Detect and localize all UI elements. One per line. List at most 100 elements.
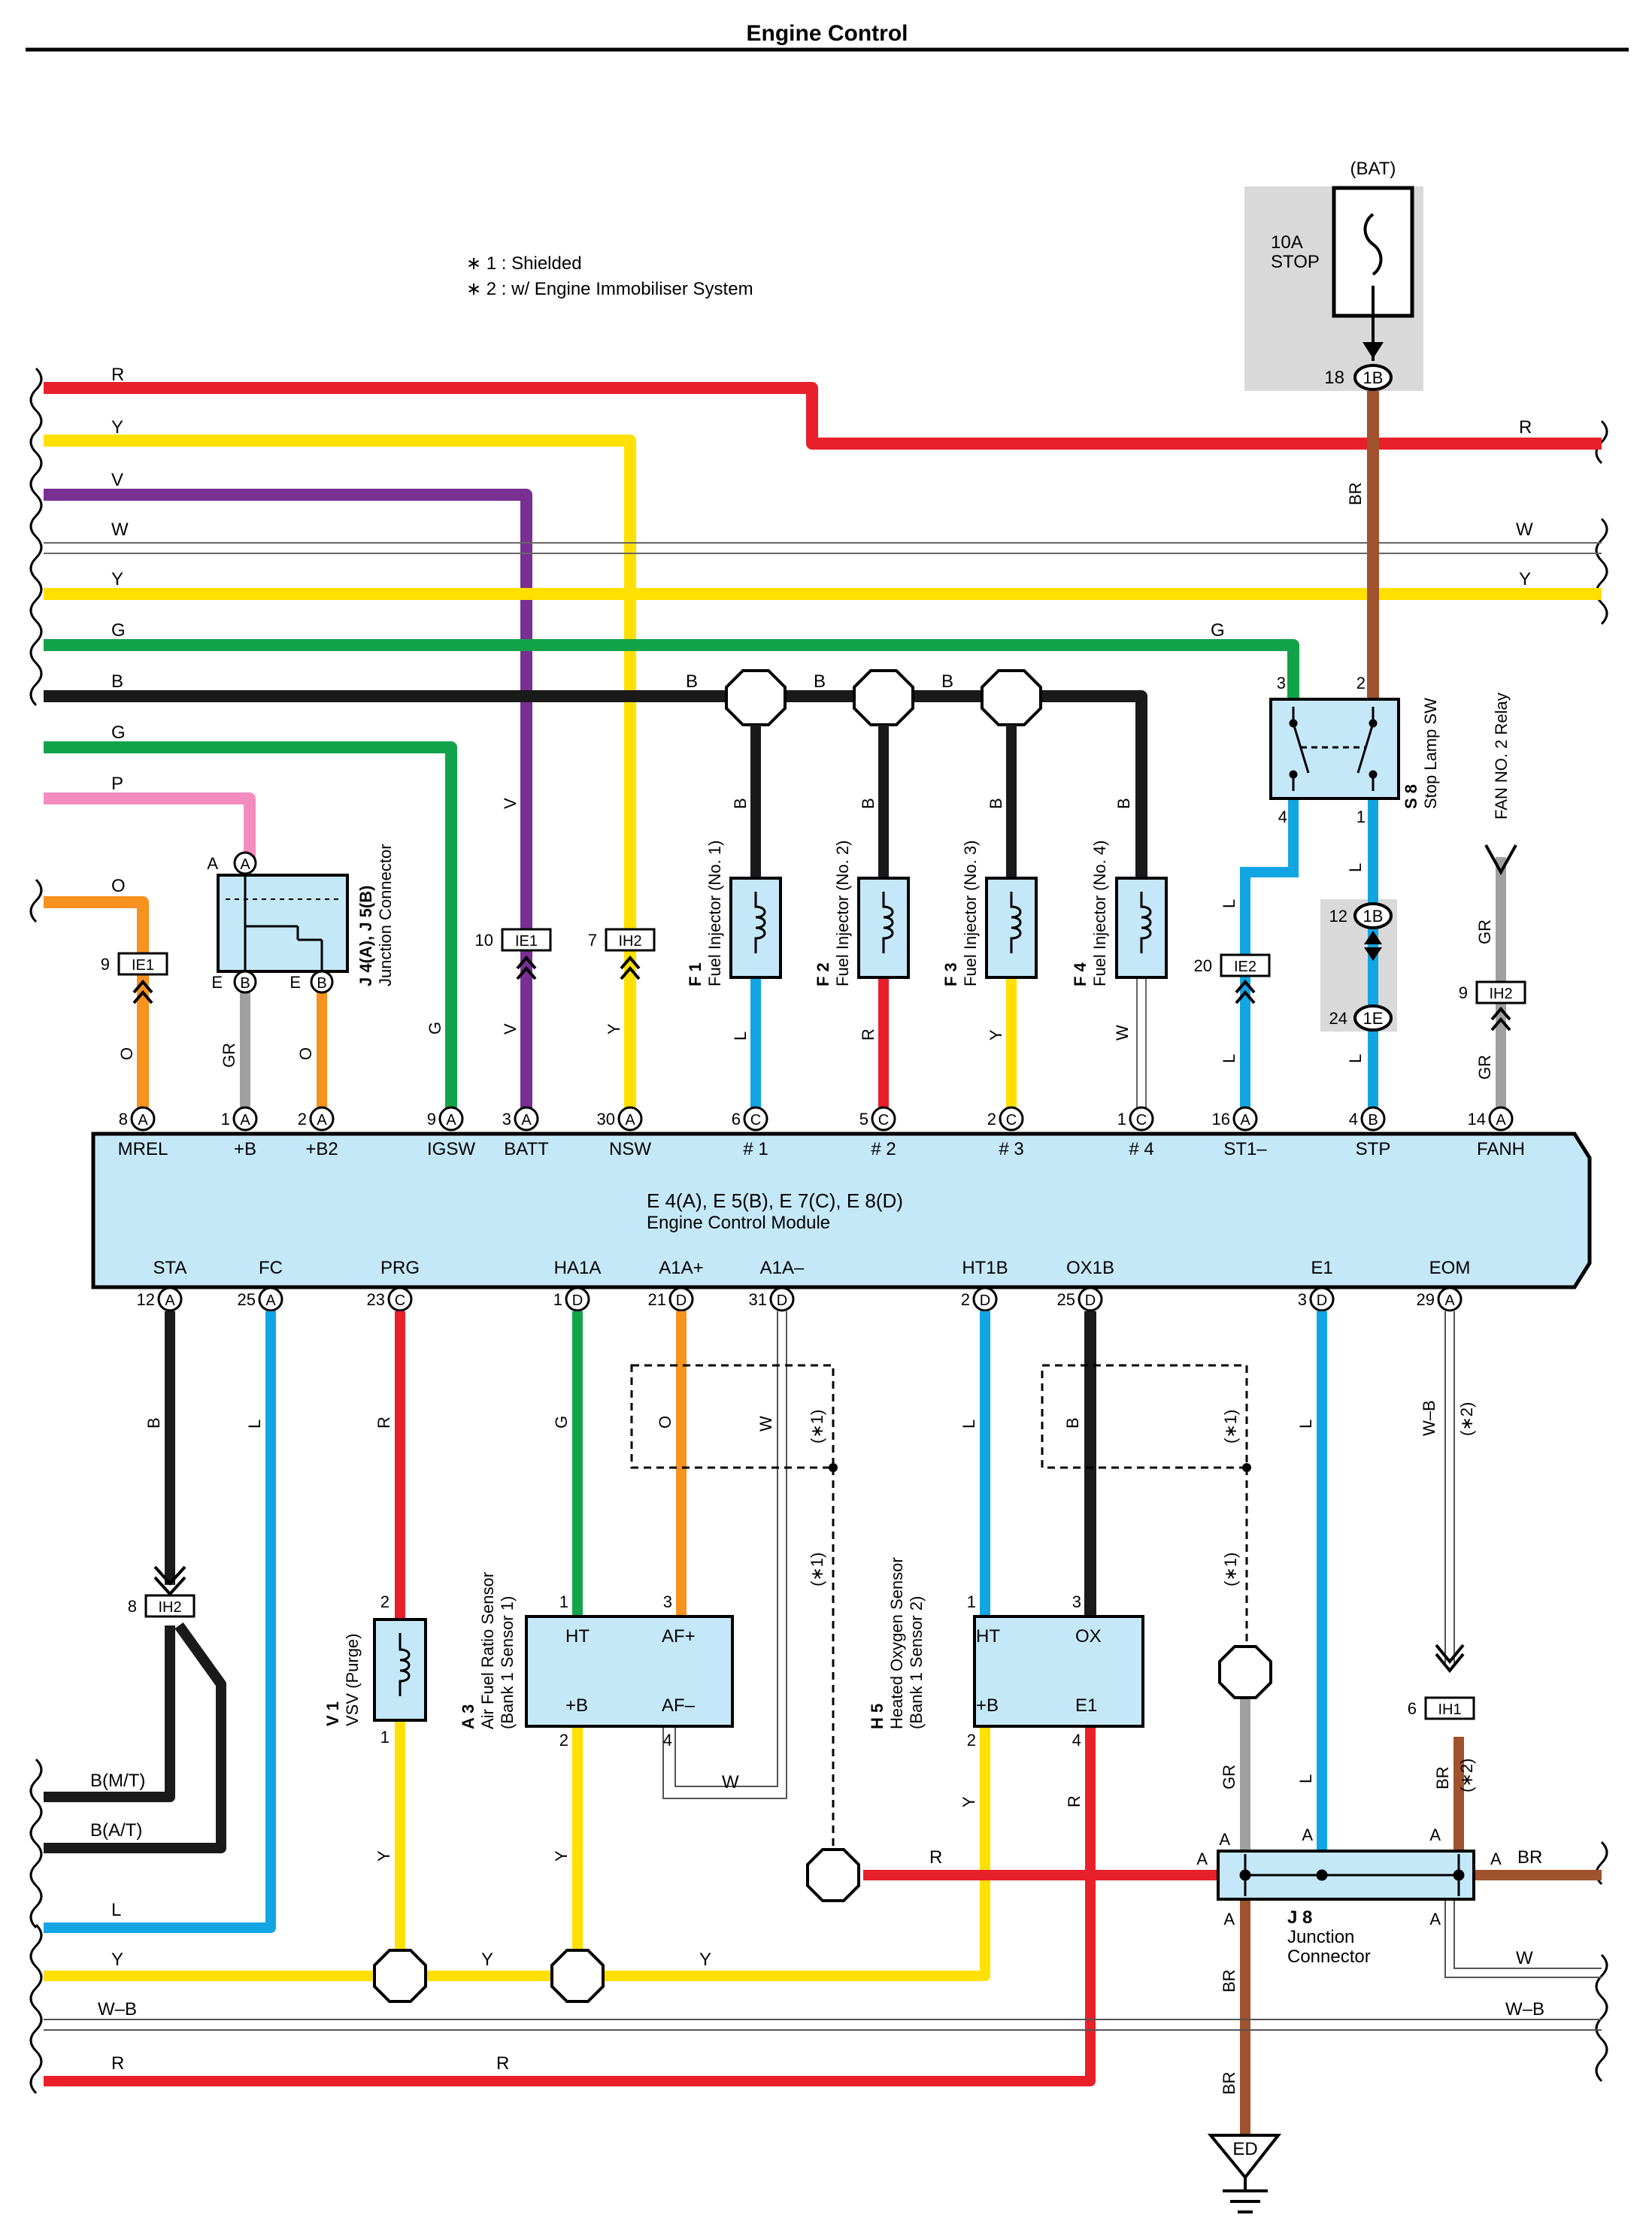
wire-label-w-j8: W xyxy=(1516,1948,1533,1968)
svg-text:A: A xyxy=(625,1112,635,1129)
o2-sensor-e1: E1 xyxy=(1075,1695,1097,1716)
svg-text:IH1: IH1 xyxy=(1438,1701,1461,1718)
prg-wire-r: R xyxy=(374,1416,393,1429)
inj1-wire-l: L xyxy=(731,1032,750,1041)
wire-label-w-a1a: W xyxy=(722,1772,739,1792)
svg-text:IE2: IE2 xyxy=(1234,959,1256,975)
inj1-wire-b: B xyxy=(731,798,750,809)
ht1b-wire-l: L xyxy=(959,1419,978,1429)
af-sensor-afp: AF+ xyxy=(662,1626,696,1647)
svg-text:# 3: # 3 xyxy=(999,1139,1023,1159)
shield-label-1b: (∗1) xyxy=(808,1553,826,1586)
sw-pin2: 2 xyxy=(1356,674,1366,692)
svg-text:16: 16 xyxy=(1212,1110,1230,1129)
ground-icon xyxy=(1223,2177,1268,2213)
injector-coil-icons xyxy=(754,892,1152,953)
j4-wire-gr: GR xyxy=(220,1043,238,1068)
svg-text:A: A xyxy=(1196,1850,1208,1868)
ground-ed-label: ED xyxy=(1232,2139,1257,2159)
svg-text:A: A xyxy=(1302,1825,1313,1844)
j4-pin-a-side: A xyxy=(207,854,218,873)
svg-text:25: 25 xyxy=(238,1290,256,1309)
svg-text:1E: 1E xyxy=(1363,1009,1384,1028)
top-pin-4: C1# 4 xyxy=(1117,1106,1154,1159)
svg-text:HA1A: HA1A xyxy=(554,1258,602,1278)
wire-label-v-vert2: V xyxy=(501,1023,520,1035)
svg-text:14: 14 xyxy=(1468,1110,1486,1129)
stop-lamp-switch-icon xyxy=(1289,707,1378,791)
svg-text:STA: STA xyxy=(153,1258,187,1278)
connector-1b-top-label: 1B xyxy=(1363,368,1384,387)
af-sensor-ht: HT xyxy=(565,1626,590,1647)
inline-ie1-batt: IE1 10 xyxy=(475,928,552,980)
thin-wires xyxy=(44,1311,1602,2031)
engine-control-module xyxy=(91,1132,1592,1289)
wire-label-y-bottom2: Y xyxy=(481,1950,493,1970)
junction-j4-box xyxy=(217,874,349,973)
ox1b-wire-b: B xyxy=(1063,1417,1082,1429)
o2-sensor xyxy=(973,1615,1144,1728)
page-title: Engine Control xyxy=(747,21,908,46)
o2-pin3: 3 xyxy=(1072,1592,1081,1611)
svg-text:C: C xyxy=(1136,1112,1147,1129)
af-wire-y: Y xyxy=(552,1850,571,1862)
inline-ih2-sta: IH2 8 xyxy=(128,1594,196,1618)
connector-1b-top xyxy=(1353,364,1393,391)
svg-text:A1A–: A1A– xyxy=(760,1258,805,1278)
wire-label-b2: B xyxy=(686,671,698,692)
svg-text:A: A xyxy=(1219,1830,1230,1849)
junction-j8-code: J 8 xyxy=(1287,1907,1312,1928)
inj3-code: F 3 xyxy=(941,962,960,986)
sw-pin4: 4 xyxy=(1278,807,1287,826)
af-pin2: 2 xyxy=(559,1731,568,1750)
svg-text:C: C xyxy=(395,1292,405,1309)
fan-relay-label: FAN NO. 2 Relay xyxy=(1492,692,1511,820)
j4-pin-b1 xyxy=(233,970,257,994)
sta-arrow-icon xyxy=(153,1565,186,1596)
b-line-splices xyxy=(725,669,1042,726)
inj4-code: F 4 xyxy=(1071,962,1090,986)
top-pin-1: C6# 1 xyxy=(732,1106,768,1159)
eom-wire-wb: W–B xyxy=(1420,1400,1438,1436)
j8-wire-gr: GR xyxy=(1220,1765,1238,1789)
shield-boxes xyxy=(630,1364,1248,1853)
fan-wire-gr1: GR xyxy=(1475,920,1494,944)
inj2-name: Fuel Injector (No. 2) xyxy=(833,841,852,986)
svg-text:8: 8 xyxy=(119,1110,128,1129)
svg-text:A1A+: A1A+ xyxy=(659,1258,703,1278)
fan-wire-gr2: GR xyxy=(1475,1055,1494,1080)
inline-ie2: IE2 20 xyxy=(1194,953,1271,1004)
svg-text:HT1B: HT1B xyxy=(962,1258,1008,1278)
wire-label-y2: Y xyxy=(111,569,123,589)
wire-label-wb-left: W–B xyxy=(98,1999,137,2019)
o2-sensor-ox: OX xyxy=(1075,1626,1102,1647)
o2-sensor-name: Heated Oxygen Sensor xyxy=(887,1557,906,1729)
af-sensor-afm: AF– xyxy=(662,1695,696,1716)
wire-label-bmt: B(M/T) xyxy=(90,1771,145,1791)
svg-text:12: 12 xyxy=(137,1290,155,1309)
af-sensor-code: A 3 xyxy=(459,1704,477,1729)
svg-text:A: A xyxy=(138,1112,148,1129)
af-sensor-b: +B xyxy=(565,1695,588,1716)
wire-label-r-bottom1: R xyxy=(111,2053,124,2074)
junction-j8-name: Junction xyxy=(1287,1927,1354,1947)
wire-label-br-j8: BR xyxy=(1517,1847,1542,1868)
svg-text:31: 31 xyxy=(749,1290,767,1309)
o2-sensor-sub: (Bank 1 Sensor 2) xyxy=(907,1596,926,1729)
svg-text:A: A xyxy=(1240,1112,1250,1129)
top-pin-2: C5# 2 xyxy=(859,1106,896,1159)
inline-ih2-fan: IH2 9 xyxy=(1459,980,1526,1032)
j4-pin-b2-label: B xyxy=(317,975,326,992)
svg-text:9: 9 xyxy=(1459,983,1468,1002)
svg-text:OX1B: OX1B xyxy=(1066,1258,1114,1278)
